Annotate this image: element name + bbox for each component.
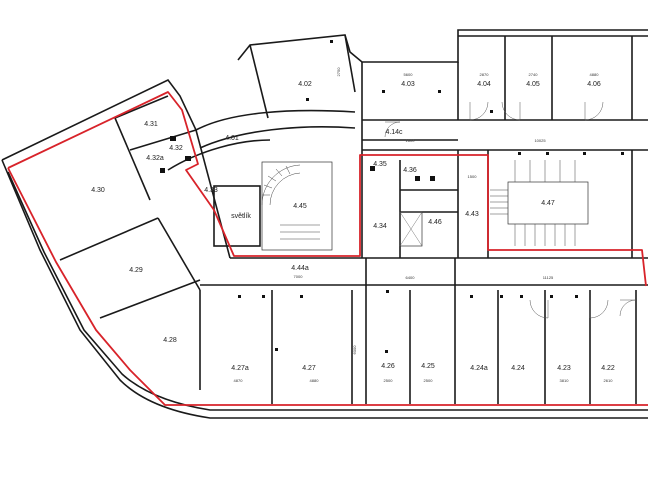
dim-label: 2610 <box>604 378 614 383</box>
room-label-4-44a: 4.44a <box>291 265 309 272</box>
room-label-4-45: 4.45 <box>293 203 307 210</box>
dim-label: 6400 <box>406 275 416 280</box>
room-label-4-36: 4.36 <box>403 167 417 174</box>
stairs <box>261 160 576 246</box>
door-swings <box>384 101 637 319</box>
room-label-4-25: 4.25 <box>421 363 435 370</box>
room-label-4-14c: 4.14c <box>385 129 403 136</box>
room-label-4-26: 4.26 <box>381 363 395 370</box>
room-label-4-24a: 4.24a <box>470 365 488 372</box>
dim-label: 1500 <box>468 174 478 179</box>
room-label-4-32: 4.32 <box>169 145 183 152</box>
room-label-4-06: 4.06 <box>587 81 601 88</box>
room-label-4-31: 4.31 <box>144 121 158 128</box>
dimension-labels: 5600 2870 2740 4880 1600 10025 7000 6400… <box>234 67 614 383</box>
room-label-4-27: 4.27 <box>302 365 316 372</box>
outer-walls <box>1 29 648 419</box>
room-label-svetlik: světlík <box>231 213 251 220</box>
highlighted-area <box>7 91 648 406</box>
room-label-4-33: 4.33 <box>204 187 218 194</box>
dim-label: 2750 <box>336 67 341 77</box>
room-label-4-01: 4.01 <box>225 135 239 142</box>
dim-label: 2500 <box>384 378 394 383</box>
room-label-4-02: 4.02 <box>298 81 312 88</box>
room-label-4-32a: 4.32a <box>146 155 164 162</box>
dim-label: 2870 <box>480 72 490 77</box>
room-label-4-30: 4.30 <box>91 187 105 194</box>
dim-label: 4880 <box>310 378 320 383</box>
dim-label: 7000 <box>294 274 304 279</box>
dim-label: 2740 <box>529 72 539 77</box>
room-label-4-34: 4.34 <box>373 223 387 230</box>
dim-label: 10025 <box>534 138 546 143</box>
room-label-4-35: 4.35 <box>373 161 387 168</box>
room-label-4-22: 4.22 <box>601 365 615 372</box>
dim-label: 6000 <box>352 345 357 355</box>
structural-marks <box>160 40 624 353</box>
dim-label: 2500 <box>424 378 434 383</box>
room-label-4-05: 4.05 <box>526 81 540 88</box>
dim-label: 1600 <box>406 138 416 143</box>
dim-label: 4880 <box>590 72 600 77</box>
room-label-4-47: 4.47 <box>541 200 555 207</box>
room-label-4-27a: 4.27a <box>231 365 249 372</box>
room-label-4-46: 4.46 <box>428 219 442 226</box>
dim-label: 3810 <box>560 378 570 383</box>
room-label-4-03: 4.03 <box>401 81 415 88</box>
room-label-4-04: 4.04 <box>477 81 491 88</box>
room-label-4-43: 4.43 <box>465 211 479 218</box>
room-label-4-28: 4.28 <box>163 337 177 344</box>
room-label-4-29: 4.29 <box>129 267 143 274</box>
dim-label: 11125 <box>543 275 554 280</box>
dim-label: 4870 <box>234 378 244 383</box>
dim-label: 5600 <box>404 72 414 77</box>
room-label-4-23: 4.23 <box>557 365 571 372</box>
room-labels: 4.02 4.03 4.04 4.05 4.06 4.01 4.14c 4.31… <box>91 81 615 372</box>
room-label-4-24: 4.24 <box>511 365 525 372</box>
